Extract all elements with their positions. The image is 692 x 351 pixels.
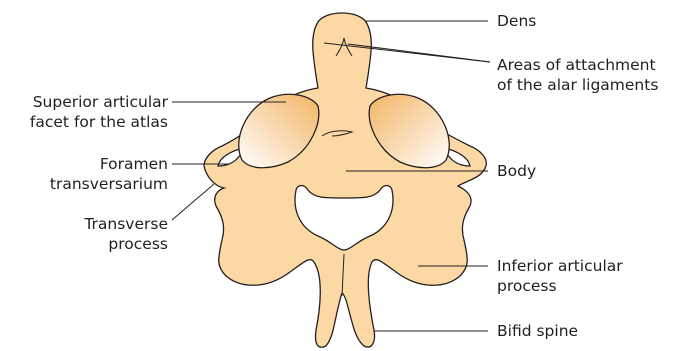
label-foramen-line2: transversarium bbox=[50, 174, 168, 194]
label-inferior-facet: Inferior articular process bbox=[497, 256, 623, 296]
label-body-line1: Body bbox=[497, 161, 536, 181]
label-transverse: Transverse process bbox=[84, 214, 168, 254]
label-foramen: Foramen transversarium bbox=[50, 154, 168, 194]
label-superior-facet-line1: Superior articular bbox=[30, 92, 168, 112]
label-inferior-facet-line2: process bbox=[497, 276, 623, 296]
label-body: Body bbox=[497, 161, 536, 181]
label-transverse-line2: process bbox=[84, 234, 168, 254]
label-alar-areas-line1: Areas of attachment bbox=[497, 55, 658, 75]
label-transverse-line1: Transverse bbox=[84, 214, 168, 234]
label-alar-areas: Areas of attachment of the alar ligament… bbox=[497, 55, 658, 95]
label-dens: Dens bbox=[497, 11, 536, 31]
label-bifid-spine-line1: Bifid spine bbox=[497, 321, 578, 341]
leader-transverse bbox=[172, 184, 214, 220]
label-superior-facet-line2: facet for the atlas bbox=[30, 112, 168, 132]
label-foramen-line1: Foramen bbox=[50, 154, 168, 174]
label-inferior-facet-line1: Inferior articular bbox=[497, 256, 623, 276]
label-alar-areas-line2: of the alar ligaments bbox=[497, 75, 658, 95]
vertebra-body-outline bbox=[204, 13, 486, 347]
label-dens-line1: Dens bbox=[497, 11, 536, 31]
label-bifid-spine: Bifid spine bbox=[497, 321, 578, 341]
label-superior-facet: Superior articular facet for the atlas bbox=[30, 92, 168, 132]
